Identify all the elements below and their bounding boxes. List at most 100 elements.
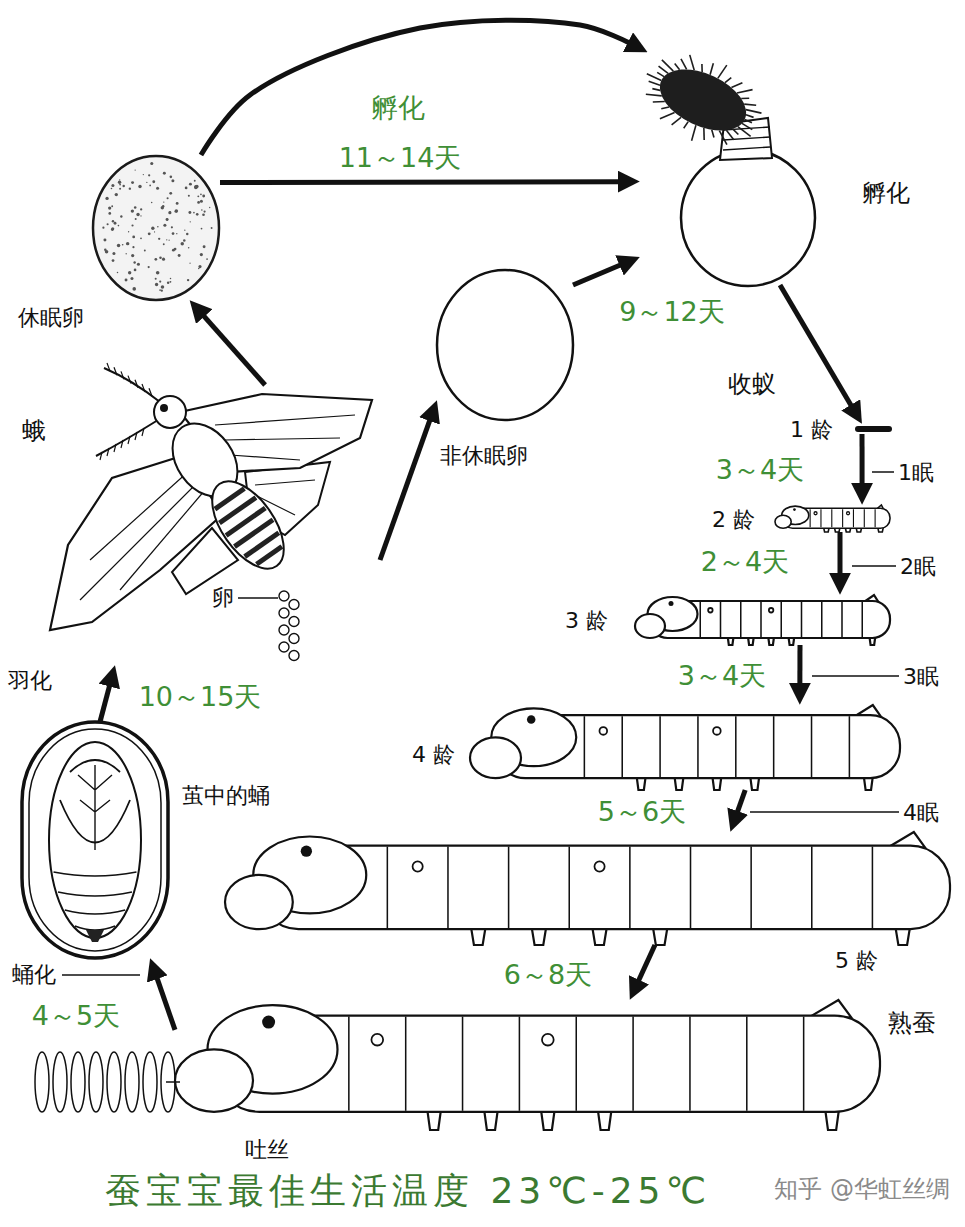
egg-speckle [161, 206, 164, 209]
stage-figure: 蛾 [45, 385, 380, 665]
antenna-comb [149, 388, 152, 396]
egg-speckle [166, 239, 167, 240]
antenna-comb [121, 440, 123, 448]
larva-spot [847, 512, 850, 515]
antenna-comb [114, 444, 116, 452]
silkworm-larva [775, 505, 890, 532]
stage-figure: 3 龄 [635, 595, 890, 645]
first-instar-larva [855, 426, 892, 432]
antenna-comb [107, 448, 109, 456]
label-holder: 1眠 [898, 460, 934, 485]
duration-holder: 9～12天 [616, 296, 728, 327]
leader-line [812, 675, 899, 677]
duration-holder: 2～4天 [698, 546, 792, 577]
stage-figure: 非休眠卵 [437, 270, 573, 420]
larva-head [175, 1049, 253, 1111]
egg-speckle [111, 228, 114, 231]
larva-head [470, 737, 521, 778]
silk-loop [71, 1052, 85, 1112]
egg-chain [289, 651, 299, 661]
hatchling-bristle [746, 110, 762, 114]
larva-spot [599, 727, 607, 735]
hatchling-bristle [718, 65, 727, 78]
egg-speckle [159, 280, 161, 282]
egg-speckle [112, 220, 114, 222]
pupa-ring [58, 892, 132, 896]
larva-segment [629, 847, 631, 929]
larva-segment [875, 509, 876, 527]
label-holder: 吐丝 [245, 1137, 289, 1162]
egg-speckle [198, 265, 201, 268]
egg-speckle [131, 224, 133, 226]
abdomen-outline [198, 469, 298, 581]
egg-speckle [111, 184, 114, 187]
egg-speckle [187, 279, 189, 281]
egg-chain [289, 617, 299, 627]
moth-thorax [159, 411, 251, 509]
egg-speckle [167, 197, 169, 199]
duration-label: 11～14天 [336, 142, 465, 173]
stage-figure: 5 龄 [225, 832, 950, 945]
larva-segment [519, 1017, 521, 1111]
stage-arrow [638, 945, 655, 982]
larva-spot [708, 608, 713, 613]
egg-chain [279, 608, 289, 618]
egg-speckle [169, 192, 172, 195]
larva-segment [820, 509, 821, 527]
egg-speckle [169, 211, 171, 213]
egg-speckle [128, 231, 129, 232]
egg-speckle [202, 195, 205, 198]
egg-speckle [200, 253, 203, 256]
egg-speckle [162, 258, 165, 261]
hatchling-bristle [737, 90, 753, 93]
hatchling-bristle [719, 131, 727, 145]
egg-chain [279, 625, 289, 635]
label-holder: 2眠 [900, 554, 936, 579]
larva-segment [810, 509, 811, 527]
larva-segment [697, 716, 699, 777]
wing-vein [215, 415, 355, 425]
egg-outline [681, 150, 815, 286]
larva-segment [689, 1017, 691, 1111]
stage-label: 蛾 [22, 418, 46, 446]
leader-line [62, 974, 140, 976]
egg-speckle [128, 271, 131, 274]
stage-figure: 4 龄 [470, 705, 900, 790]
antenna-comb [114, 367, 117, 375]
stage-note: 羽化 [8, 668, 52, 693]
silk-thread [166, 1081, 180, 1083]
stage-label: 非休眠卵 [440, 443, 528, 468]
egg-speckle [105, 197, 108, 200]
leader-line [852, 565, 896, 567]
egg-speckle [126, 242, 129, 245]
egg-speckle [129, 187, 131, 189]
egg-speckle [158, 238, 160, 240]
egg-speckle [194, 185, 198, 189]
egg-chain [289, 600, 299, 610]
stage-note: 吐丝 [245, 1137, 289, 1162]
egg-speckle [188, 211, 191, 214]
egg-speckle [126, 253, 127, 254]
duration-holder: 收蚁 [725, 371, 779, 399]
antenna-comb [142, 384, 145, 392]
egg-speckle [146, 182, 147, 183]
egg-speckle [131, 181, 134, 184]
wing-vein [255, 480, 315, 485]
pupa-ring [54, 872, 137, 876]
hatchling-segment [723, 137, 770, 140]
larva-segment [750, 847, 752, 929]
label-holder: 卵 [212, 585, 234, 610]
wing-vein [90, 470, 190, 560]
larva-spot [371, 1034, 383, 1046]
egg-speckle [107, 223, 109, 225]
egg-speckle [118, 225, 120, 227]
hatchling-bristle [742, 123, 752, 129]
egg-speckle [130, 277, 133, 280]
watermark: 知乎 @华虹丝绸 [774, 1176, 950, 1204]
egg-speckle [144, 250, 146, 252]
hatchling-bristle [646, 94, 662, 96]
hatchling-bristle [647, 74, 662, 81]
part-label: 卵 [212, 585, 234, 610]
pupa-body [49, 742, 141, 938]
